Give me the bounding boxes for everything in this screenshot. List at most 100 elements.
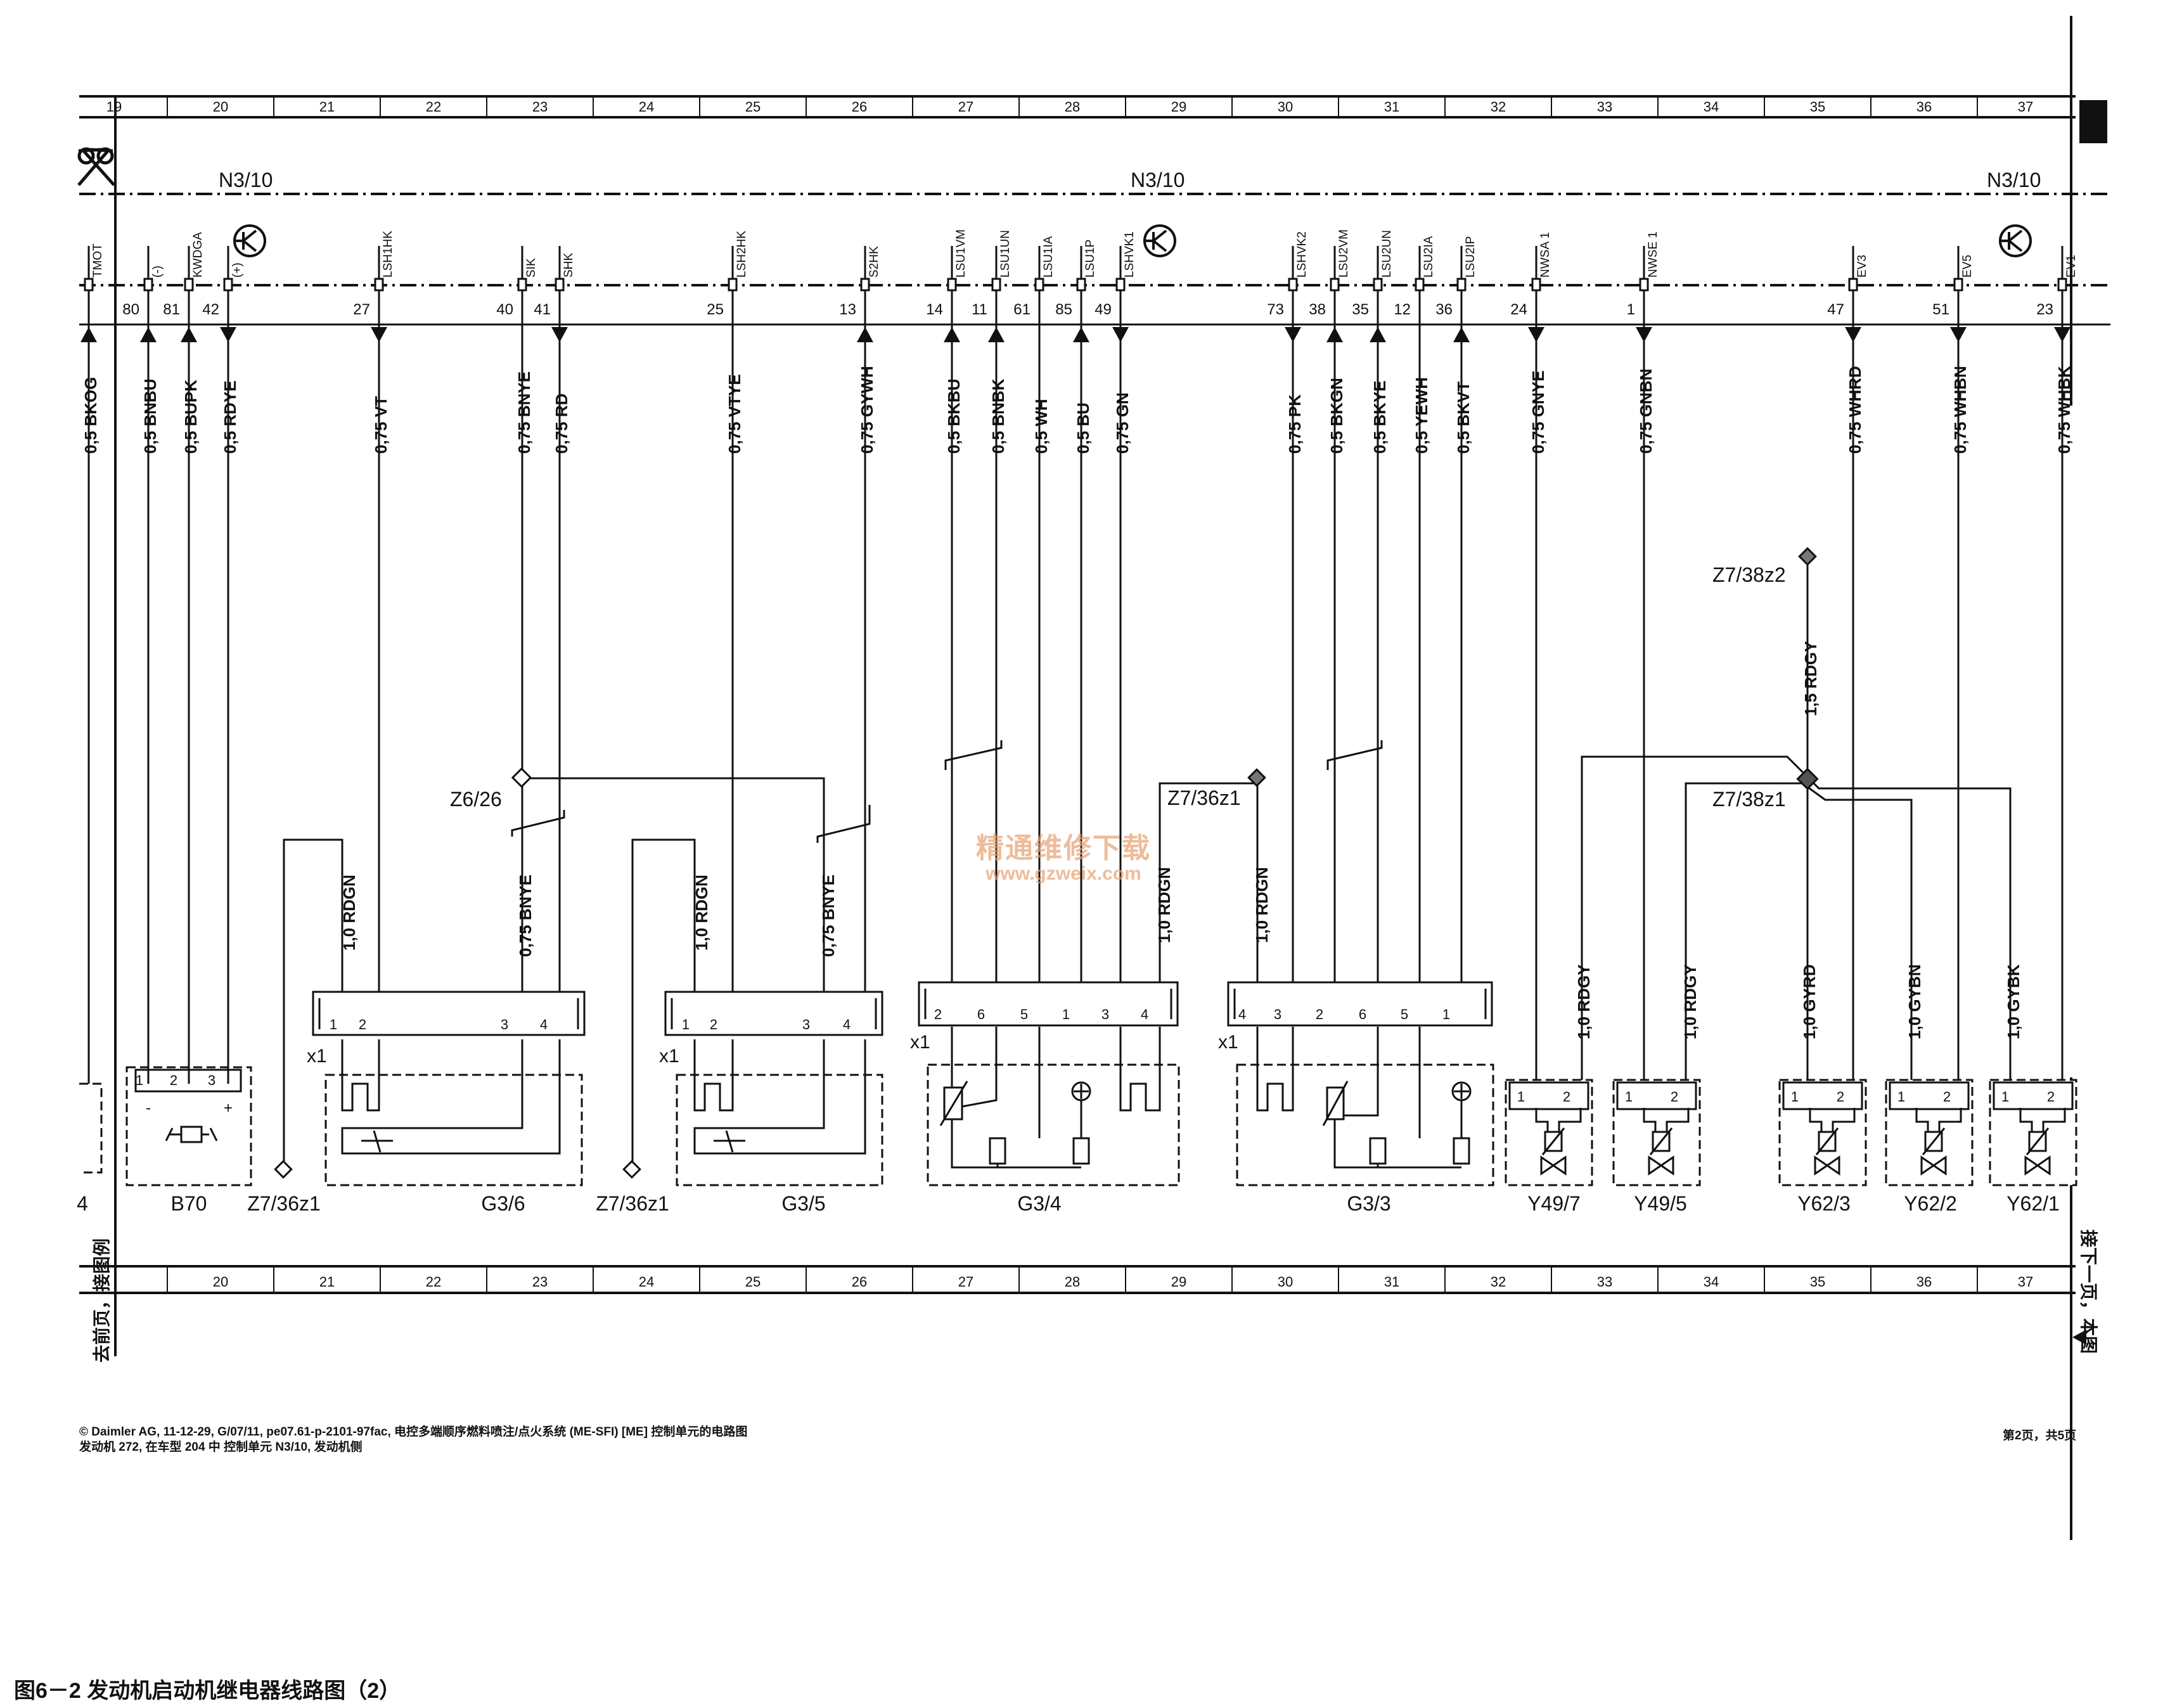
wire-label: 0,75 GYWH [857, 366, 876, 454]
grid-number: 35 [1810, 1274, 1825, 1290]
arrow-in-icon [1636, 327, 1652, 342]
pin-signal-name: SHK [562, 253, 575, 278]
pin-column: NWSA 1 24 0,75 GNYE [1510, 232, 1552, 494]
page-arrow-icon [2072, 1330, 2086, 1345]
pin-number: 49 [1095, 301, 1112, 318]
grid-number: 34 [1704, 1274, 1719, 1290]
watermark-title: 精通维修下载 [976, 833, 1151, 864]
frame [79, 16, 2110, 1540]
pin-column: (-)800,5 BNBU [122, 246, 164, 494]
wire-label: 0,5 BKYE [1370, 380, 1389, 454]
pin-terminal-icon [1076, 278, 1086, 292]
grid-number: 35 [1810, 99, 1825, 115]
footer-line-2: 发动机 272, 在车型 204 中 控制单元 N3/10, 发动机侧 [79, 1441, 363, 1454]
component-label: Y62/1 [2006, 1192, 2060, 1215]
pin-terminal-icon [517, 278, 527, 292]
pin-number: 38 [1309, 301, 1326, 318]
pin-number: 2 [1943, 1089, 1951, 1105]
component-label: Y49/5 [1634, 1192, 1687, 1215]
grid-number: 19 [106, 99, 122, 115]
grid-number: 22 [426, 99, 441, 115]
wire-label: 0,5 YEWH [1412, 377, 1431, 454]
pin-terminal-icon [947, 278, 957, 292]
wire-label: 0,5 BKOG [81, 377, 100, 454]
pin-number: 1 [2001, 1089, 2009, 1105]
grid-number: 31 [1384, 99, 1399, 115]
pin-terminal-icon [223, 278, 233, 292]
component-label: G3/5 [781, 1192, 825, 1215]
footer-line-1: © Daimler AG, 11-12-29, G/07/11, pe07.61… [79, 1425, 748, 1439]
pin-number: 13 [839, 301, 856, 318]
transistor-icon [233, 224, 266, 257]
pin-number: 47 [1827, 301, 1844, 318]
g33-oxygen-sensor [1236, 1027, 1494, 1186]
wire-label: 1,0 GYBK [2004, 964, 2023, 1039]
pin-terminal-icon [84, 278, 94, 292]
wire-label: 1,0 GYRD [1800, 965, 1819, 1040]
pin-number: 1 [1442, 1006, 1450, 1022]
arrow-in-icon [220, 327, 236, 342]
pin-number: 73 [1267, 301, 1284, 318]
arrow-in-icon [1528, 327, 1544, 342]
junction-label: Z6/26 [450, 788, 502, 811]
wire-label: 1,0 RDGN [340, 875, 359, 951]
wire-label: 0,5 BNBK [989, 378, 1008, 454]
connector-pin-numbers: 1 2 3 4 1 2 3 4 2 6 5 1 3 4 4 3 2 6 5 1 … [136, 1006, 1450, 1088]
wire-label: 0,75 GNYE [1529, 370, 1548, 454]
pin-number: 3 [1274, 1006, 1281, 1022]
pin-number: 42 [202, 301, 219, 318]
pin-number: 61 [1013, 301, 1030, 318]
arrow-out-icon [1370, 327, 1386, 342]
component-label: B70 [171, 1192, 207, 1215]
pin-signal-name: EV3 [1856, 255, 1869, 278]
pin-number: 2 [1671, 1089, 1678, 1105]
valve-icon [1920, 1155, 1947, 1176]
wire-label: 0,5 BKBU [944, 379, 963, 454]
pin-signal-name: (+) [231, 262, 244, 278]
pin-number: 36 [1435, 301, 1453, 318]
pin-number: 11 [972, 301, 987, 318]
pin-signal-name: LSU1P [1084, 240, 1097, 278]
grid-number: 25 [745, 1274, 761, 1290]
arrow-out-icon [1073, 327, 1089, 342]
grid-ticks [167, 96, 1978, 1293]
g35-oxygen-sensor [676, 1039, 883, 1186]
pin-terminal-icon [1639, 278, 1649, 292]
b70-sensor [125, 1066, 252, 1186]
wire-label: 0,5 BNBU [141, 379, 160, 454]
grid-number: 37 [2018, 1274, 2033, 1290]
component-labels: 4 B70 Z7/36z1 G3/6 Z7/36z1 G3/5 G3/4 G3/… [77, 1192, 2060, 1215]
grid-number: 34 [1704, 99, 1719, 115]
pin-signal-name: LSHVK2 [1295, 231, 1309, 278]
pin-signal-name: SIK [525, 258, 538, 278]
component-label: G3/4 [1017, 1192, 1061, 1215]
wire-label: 0,5 BKGN [1327, 378, 1346, 454]
pin-number: 1 [1625, 1089, 1633, 1105]
pin-number: 2 [2047, 1089, 2055, 1105]
pin-signal-name: NWSA 1 [1539, 232, 1552, 278]
grid-number: 37 [2018, 99, 2033, 115]
pin-number: 4 [540, 1017, 548, 1032]
pin-number: 2 [170, 1072, 177, 1088]
connector-g33 [1227, 981, 1493, 1027]
pin-number: 24 [1510, 301, 1527, 318]
pin-number: 6 [977, 1006, 985, 1022]
grid-numbers-bottom: 20 21 22 23 24 25 26 27 28 29 30 31 32 3… [213, 1274, 2033, 1290]
arrow-in-icon [1285, 327, 1301, 342]
wire-label: 1,0 RDGY [1681, 965, 1700, 1040]
grid-number: 24 [639, 99, 654, 115]
wire-label: 0,75 BNYE [515, 371, 534, 454]
